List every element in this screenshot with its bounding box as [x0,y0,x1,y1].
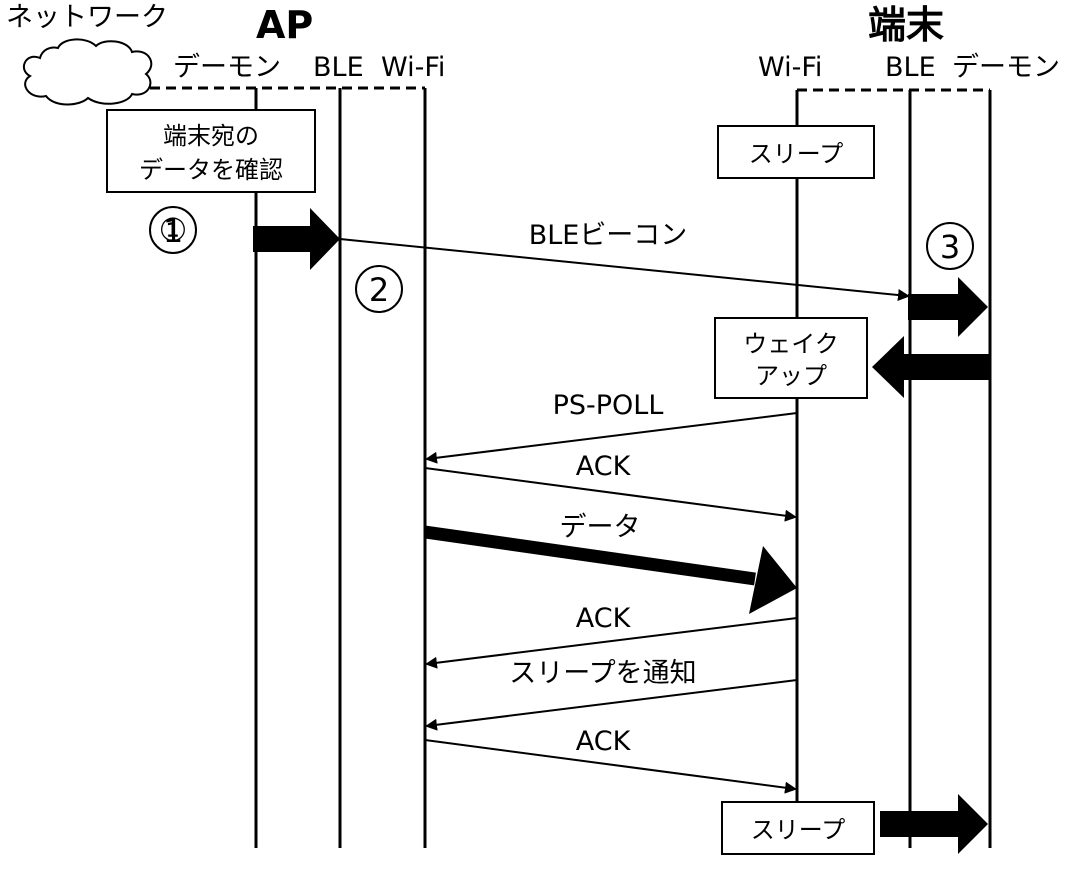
step-3-marker: 3 [926,222,974,270]
ps-poll-label: PS-POLL [553,390,664,421]
ap-ble-label: BLE [313,52,364,83]
ap-daemon-label: デーモン [173,52,281,83]
sleep-box-bottom [721,801,875,855]
ack-1-arrow [424,467,797,522]
step-2-marker: 2 [355,265,403,313]
svg-text:2: 2 [369,271,389,309]
ack-2-arrow [425,617,798,669]
ack-1-label: ACK [576,451,632,482]
data-label: データ [560,512,641,543]
ap-wifi-label: Wi-Fi [381,52,445,83]
sleep-box-bottom-label: スリープ [751,816,846,844]
step-1-marker: ① 1 [149,206,197,254]
daemon-to-ble-arrow [253,208,340,270]
network-label: ネットワーク [6,2,168,33]
check-data-box [106,109,316,193]
terminal-title: 端末 [868,3,944,47]
data-arrow [424,525,797,614]
ack-3-label: ACK [576,726,632,757]
check-data-line-2: データを確認 [139,156,283,184]
sleep-notify-arrow [425,679,798,731]
wakeup-box [714,317,868,399]
ps-poll-arrow [425,412,798,464]
terminal-wifi-label: Wi-Fi [758,52,822,83]
ble-to-daemon-arrow [908,277,988,337]
svg-text:3: 3 [940,228,960,266]
terminal-daemon-label: デーモン [952,52,1060,83]
terminal-ble-label: BLE [885,52,936,83]
ack-2-label: ACK [576,603,632,634]
svg-text:①: ① [159,211,188,249]
wakeup-line-2: アップ [755,362,827,390]
sleep-notify-label: スリープを通知 [509,658,696,689]
ap-title: AP [256,3,313,47]
svg-text:1: 1 [163,212,183,250]
check-data-line-1: 端末宛の [163,122,259,150]
sleep-box-top [717,125,875,179]
ble-beacon-arrow [339,238,910,301]
sleep-to-daemon-arrow [880,794,988,854]
sleep-box-top-label: スリープ [749,140,844,168]
ble-beacon-label: BLEビーコン [529,220,688,251]
daemon-to-wakeup-arrow [872,336,990,398]
cloud-icon [22,38,153,106]
ack-3-arrow [424,739,797,794]
wakeup-line-1: ウェイク [743,330,839,358]
